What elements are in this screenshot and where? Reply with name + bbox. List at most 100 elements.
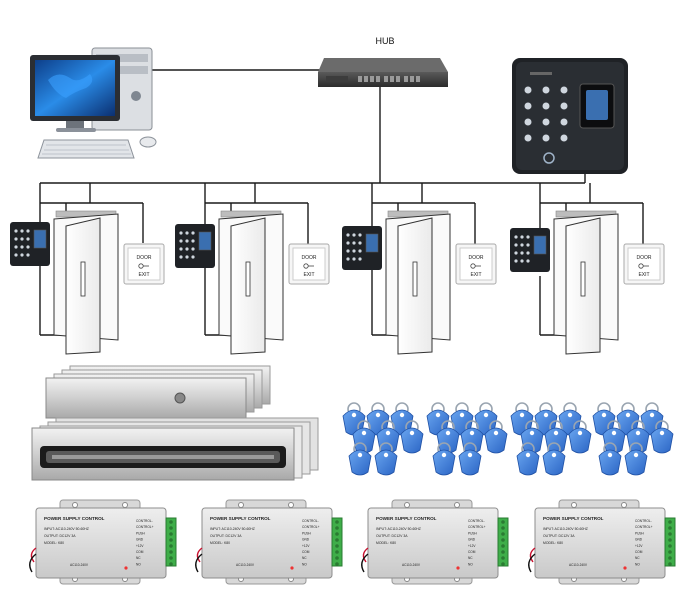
terminal-label: COM (468, 550, 476, 554)
door-wiring-1 (39, 183, 144, 336)
computer-icon (30, 47, 157, 159)
door-keypad-reader (175, 224, 215, 268)
terminal-label: PUSH (302, 531, 312, 535)
rfid-tag-icon (568, 420, 592, 454)
power-supply-output: OUTPUT: DC12V 3A (44, 534, 76, 538)
door-wiring-2 (204, 183, 309, 336)
power-supply-model: MODEL: K80 (44, 541, 64, 545)
power-supply-units: POWER SUPPLY CONTROL INPUT: AC110-240V 50… (29, 499, 676, 585)
terminal-label: CONTROL+ (302, 525, 320, 529)
rfid-tag-icon (348, 442, 372, 476)
wiring (39, 69, 644, 336)
terminal-label: NO (635, 562, 640, 566)
rfid-tag-icon (520, 420, 544, 454)
rfid-tag-icon (484, 420, 508, 454)
power-supply-model: MODEL: K80 (210, 541, 230, 545)
rfid-tag-icon (602, 420, 626, 454)
power-supply-ac-label: AC110-240V (569, 563, 588, 567)
rfid-tag-group-4 (592, 402, 674, 476)
rfid-tag-icon (624, 442, 648, 476)
hub-device: HUB (318, 36, 448, 87)
power-supply-title: POWER SUPPLY CONTROL (210, 516, 271, 521)
door-group-2: DOOR EXIT (175, 210, 330, 355)
exit-button-exit-label: EXIT (638, 272, 649, 278)
power-supply-input: INPUT: AC110-240V 50-60HZ (543, 527, 588, 531)
terminal-label: CONTROL- (468, 519, 485, 523)
exit-button-exit-label: EXIT (303, 272, 314, 278)
rfid-tag-icon (436, 420, 460, 454)
rfid-tag-icon (432, 442, 456, 476)
power-supply-4: POWER SUPPLY CONTROL INPUT: AC110-240V 50… (528, 499, 676, 585)
terminal-label: CONTROL+ (468, 525, 486, 529)
rfid-tag-icon (516, 442, 540, 476)
terminal-label: PUSH (468, 531, 478, 535)
terminal-label: GND (635, 538, 643, 542)
rfid-tag-group-1 (342, 402, 424, 476)
rfid-tag-icon (650, 420, 674, 454)
power-supply-ac-label: AC110-240V (402, 563, 421, 567)
power-supply-title: POWER SUPPLY CONTROL (543, 516, 604, 521)
terminal-label: NC (136, 556, 141, 560)
door-keypad-reader (10, 222, 50, 266)
rfid-tag-icon (542, 442, 566, 476)
exit-button: DOOR EXIT (288, 243, 330, 285)
door-keypad-reader (510, 228, 550, 272)
exit-button-door-label: DOOR (302, 255, 317, 261)
door-group-3: DOOR EXIT (342, 210, 497, 355)
exit-button-exit-label: EXIT (138, 272, 149, 278)
rfid-tag-group-3 (510, 402, 592, 476)
terminal-label: +12V (635, 544, 643, 548)
exit-button-exit-label: EXIT (470, 272, 481, 278)
power-supply-model: MODEL: K80 (376, 541, 396, 545)
maglock-bodies (31, 417, 319, 481)
exit-button: DOOR EXIT (455, 243, 497, 285)
exit-button-door-label: DOOR (637, 255, 652, 261)
power-supply-model: MODEL: K80 (543, 541, 563, 545)
terminal-label: +12V (136, 544, 144, 548)
exit-button-door-label: DOOR (469, 255, 484, 261)
power-supply-3: POWER SUPPLY CONTROL INPUT: AC110-240V 50… (361, 499, 509, 585)
rfid-tag-icon (598, 442, 622, 476)
terminal-label: GND (136, 538, 144, 542)
door-wiring-4 (539, 183, 644, 336)
power-supply-input: INPUT: AC110-240V 50-60HZ (376, 527, 421, 531)
terminal-label: GND (468, 538, 476, 542)
terminal-label: NC (468, 556, 473, 560)
door-icon (53, 213, 119, 355)
power-supply-output: OUTPUT: DC12V 3A (376, 534, 408, 538)
terminal-label: NO (136, 562, 141, 566)
door-group-4: DOOR EXIT (510, 210, 665, 355)
power-supply-title: POWER SUPPLY CONTROL (44, 516, 105, 521)
terminal-label: COM (302, 550, 310, 554)
terminal-label: NO (302, 562, 307, 566)
door-wiring-3 (371, 183, 476, 336)
power-supply-2: POWER SUPPLY CONTROL INPUT: AC110-240V 50… (195, 499, 343, 585)
terminal-label: PUSH (136, 531, 146, 535)
terminal-label: CONTROL+ (635, 525, 653, 529)
door-icon (218, 213, 284, 355)
rfid-tag-icon (400, 420, 424, 454)
terminal-label: COM (635, 550, 643, 554)
door-icon (385, 213, 451, 355)
terminal-label: PUSH (635, 531, 645, 535)
door-icon (553, 213, 619, 355)
power-supply-input: INPUT: AC110-240V 50-60HZ (210, 527, 255, 531)
power-supply-title: POWER SUPPLY CONTROL (376, 516, 437, 521)
rfid-tag-groups (342, 402, 674, 476)
terminal-label: CONTROL- (136, 519, 153, 523)
magnetic-locks (31, 365, 319, 481)
terminal-label: CONTROL+ (136, 525, 154, 529)
rfid-tag-icon (374, 442, 398, 476)
terminal-label: NO (468, 562, 473, 566)
terminal-label: COM (136, 550, 144, 554)
exit-button: DOOR EXIT (623, 243, 665, 285)
terminal-label: NC (302, 556, 307, 560)
fingerprint-keypad-reader (512, 58, 628, 174)
terminal-label: +12V (468, 544, 476, 548)
rfid-tag-group-2 (426, 402, 508, 476)
terminal-label: +12V (302, 544, 310, 548)
